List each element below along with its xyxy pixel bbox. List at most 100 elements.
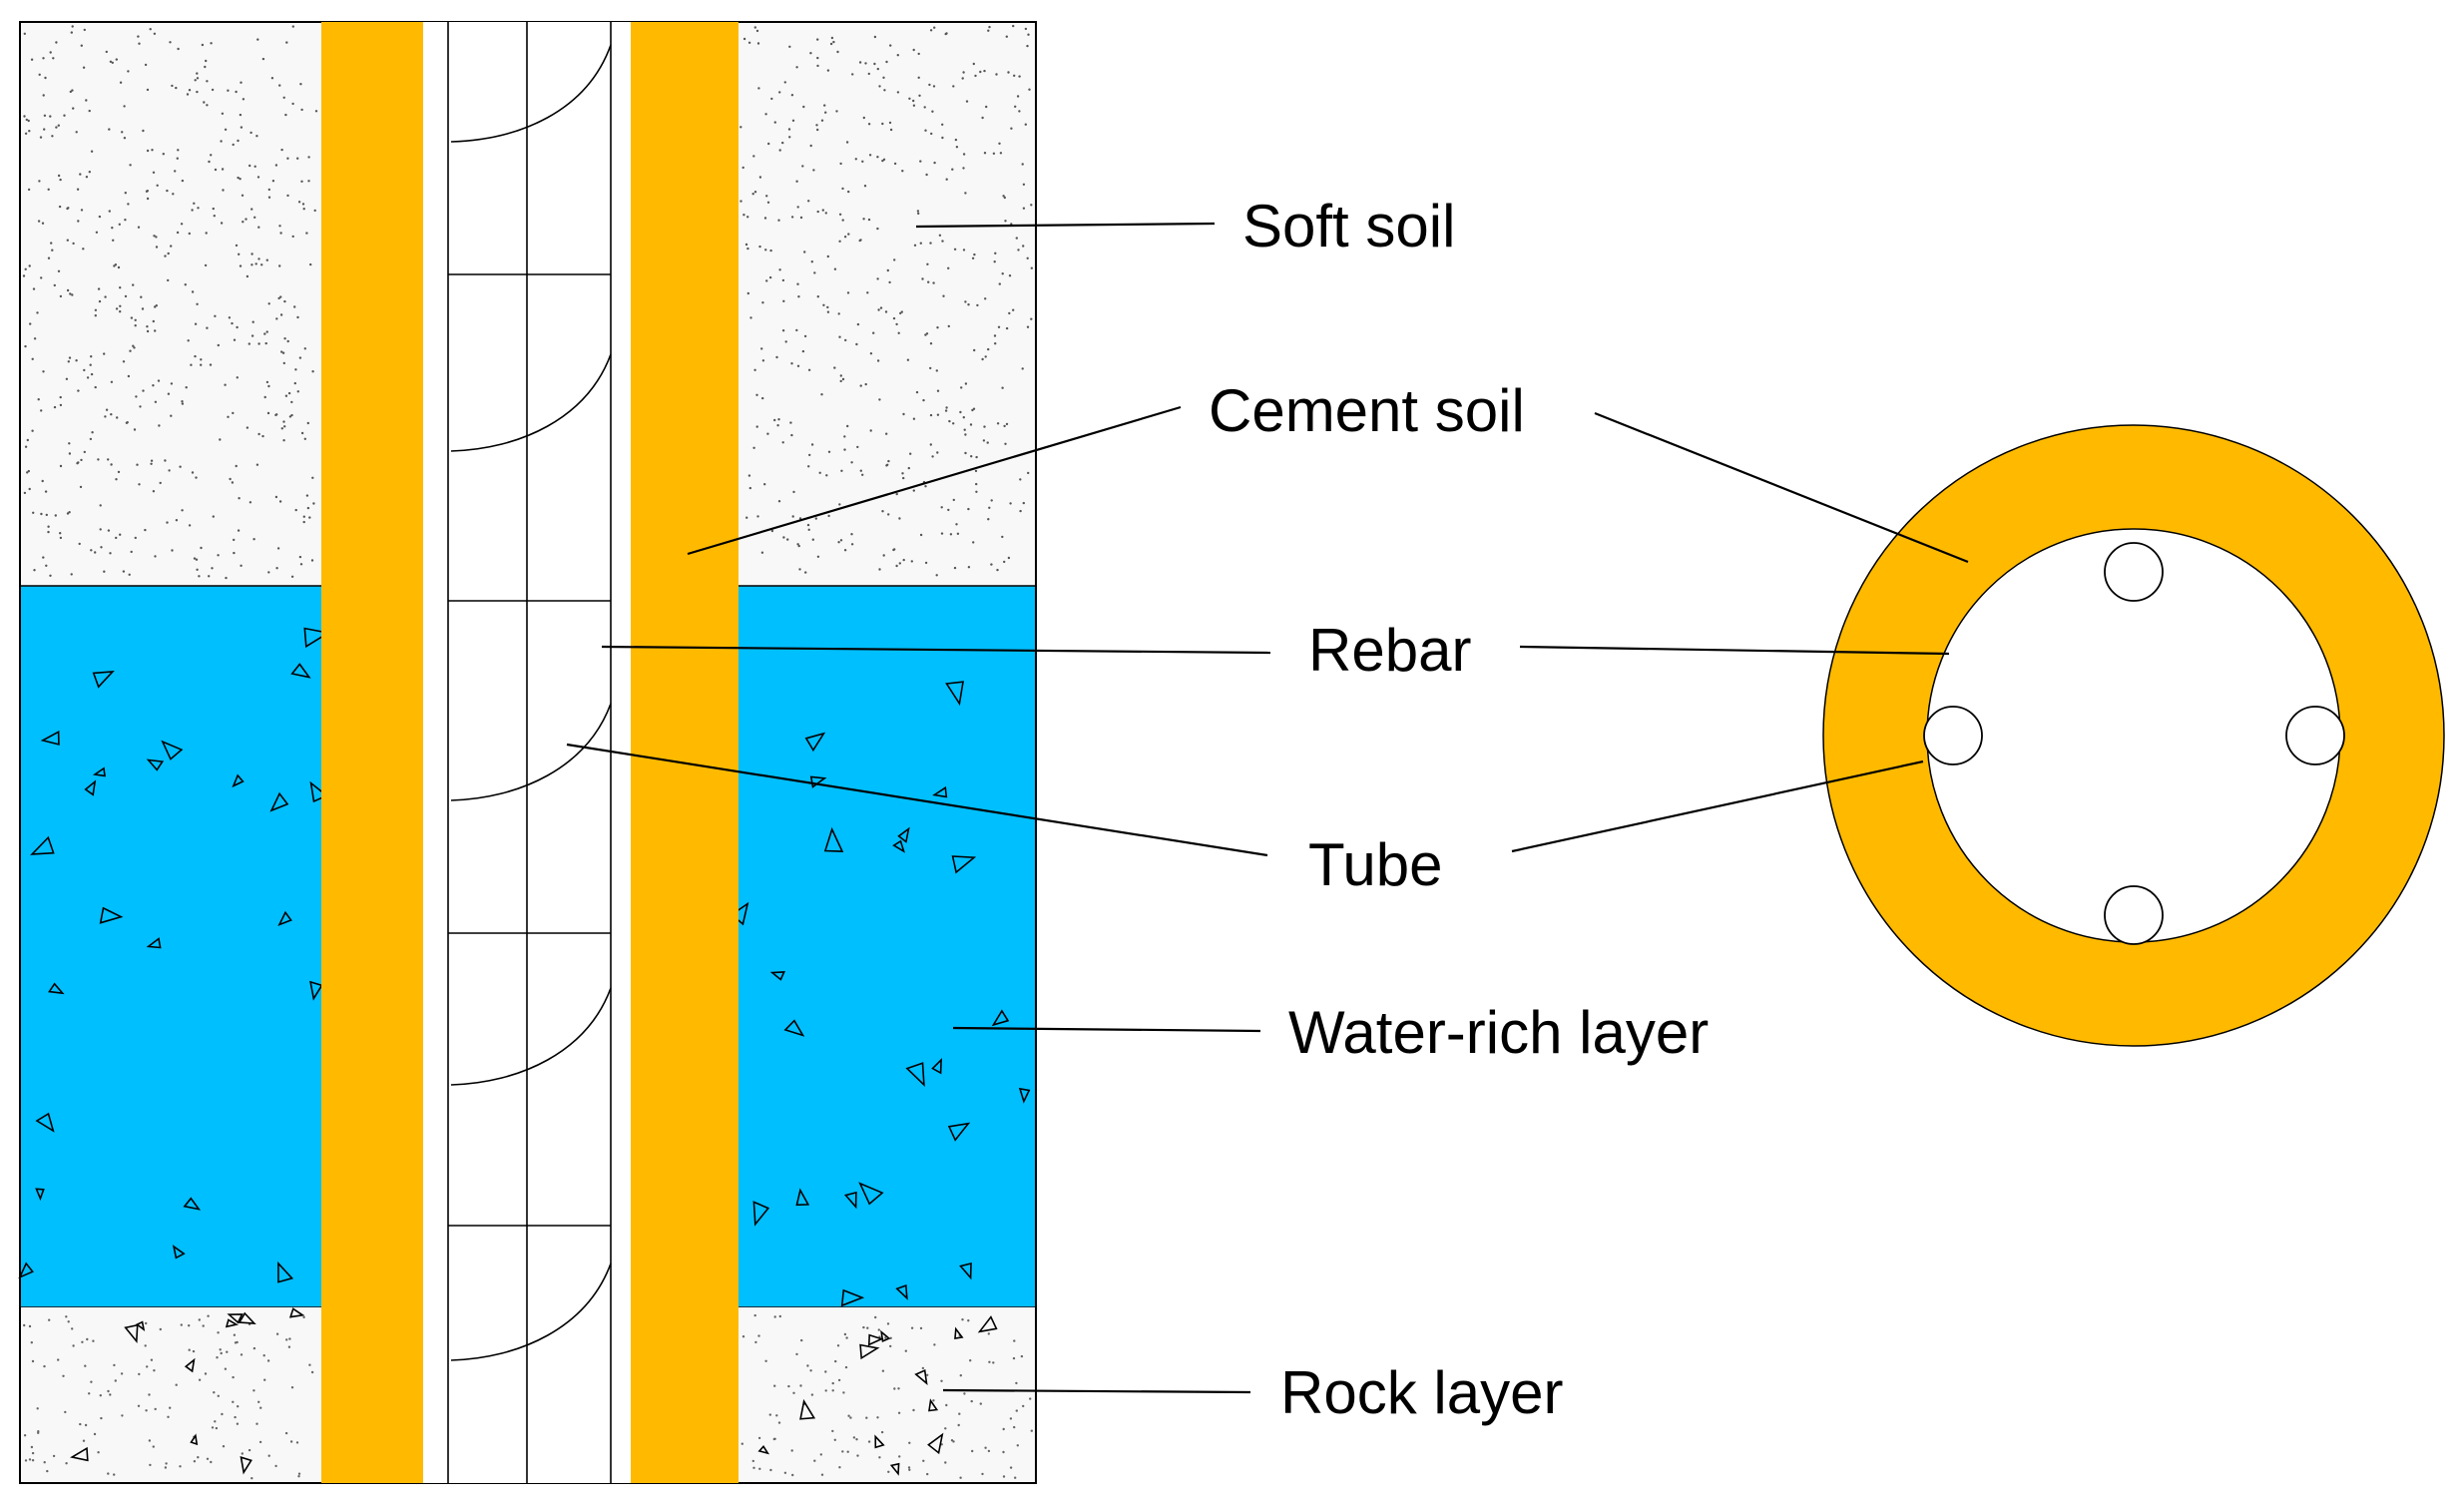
texture-dot: [818, 471, 821, 474]
texture-dot: [795, 180, 798, 183]
texture-dot: [1021, 245, 1025, 248]
texture-dot: [826, 254, 829, 258]
texture-dot: [110, 413, 113, 416]
texture-dot: [181, 509, 184, 512]
texture-dot: [1016, 1444, 1019, 1447]
texture-dot: [170, 382, 174, 385]
texture-dot: [80, 209, 84, 212]
texture-triangle: [269, 791, 289, 812]
texture-dot: [831, 1389, 834, 1392]
texture-dot: [809, 144, 812, 148]
texture-dot: [107, 529, 111, 532]
texture-dot: [250, 1477, 253, 1480]
texture-dot: [43, 1364, 46, 1368]
texture-dot: [824, 1370, 827, 1373]
texture-dot: [47, 256, 51, 259]
texture-dot: [764, 113, 767, 116]
texture-dot: [175, 519, 179, 522]
texture-dot: [1024, 27, 1028, 31]
texture-dot: [37, 220, 41, 223]
texture-dot: [769, 249, 772, 252]
texture-dot: [169, 1406, 172, 1409]
texture-dot: [827, 450, 831, 453]
texture-dot: [932, 281, 935, 284]
texture-dot: [311, 476, 314, 479]
texture-dot: [877, 1328, 880, 1331]
texture-dot: [98, 299, 102, 303]
texture-dot: [28, 487, 31, 491]
texture-triangle: [932, 785, 948, 798]
texture-dot: [167, 252, 170, 255]
texture-dot: [69, 90, 73, 94]
texture-dot: [235, 244, 239, 248]
texture-dot: [278, 84, 281, 87]
texture-dot: [1020, 1354, 1024, 1358]
texture-dot: [849, 1416, 852, 1419]
texture-dot: [57, 269, 61, 272]
texture-dot: [49, 574, 52, 577]
texture-dot: [314, 110, 318, 113]
texture-dot: [302, 208, 305, 211]
texture-dot: [250, 252, 253, 255]
texture-dot: [764, 1359, 767, 1363]
texture-triangle: [859, 1343, 880, 1360]
texture-dot: [245, 218, 247, 221]
texture-dot: [175, 86, 178, 90]
texture-dot: [936, 389, 940, 392]
texture-dot: [219, 1348, 222, 1351]
texture-dot: [952, 498, 955, 502]
texture-dot: [107, 1389, 110, 1393]
texture-dot: [291, 235, 294, 239]
texture-dot: [123, 137, 127, 140]
texture-dot: [947, 266, 950, 269]
texture-dot: [746, 216, 749, 219]
texture-dot: [778, 268, 781, 271]
texture-triangle: [927, 1432, 944, 1455]
texture-dot: [816, 210, 819, 214]
texture-dot: [90, 372, 94, 376]
texture-dot: [961, 77, 964, 80]
texture-dot: [250, 208, 253, 211]
texture-dot: [897, 1411, 901, 1415]
texture-dot: [1013, 1425, 1016, 1429]
texture-dot: [263, 332, 266, 335]
texture-dot: [285, 1338, 288, 1341]
texture-dot: [232, 1400, 235, 1404]
texture-dot: [862, 1325, 865, 1329]
texture-dot: [958, 1412, 961, 1415]
texture-dot: [212, 515, 215, 518]
texture-dot: [114, 1379, 118, 1382]
texture-dot: [253, 216, 256, 219]
texture-dot: [152, 1445, 155, 1448]
texture-dot: [816, 555, 820, 558]
texture-dot: [301, 203, 305, 206]
texture-dot: [220, 140, 223, 143]
texture-dot: [912, 1408, 915, 1412]
texture-dot: [276, 547, 280, 550]
texture-dot: [68, 511, 71, 514]
texture-dot: [145, 190, 149, 193]
texture-dot: [1007, 71, 1010, 74]
texture-dot: [85, 99, 88, 102]
texture-dot: [983, 152, 987, 155]
texture-triangle: [880, 1329, 891, 1342]
texture-dot: [841, 377, 845, 381]
texture-dot: [899, 311, 902, 315]
texture-dot: [275, 1332, 279, 1335]
texture-dot: [286, 157, 289, 160]
texture-dot: [280, 427, 283, 430]
texture-triangle: [277, 910, 292, 926]
texture-triangle: [30, 835, 55, 855]
texture-triangle: [135, 1320, 146, 1331]
texture-triangle: [931, 1057, 942, 1075]
texture-dot: [150, 1358, 154, 1361]
texture-dot: [824, 111, 827, 114]
texture-dot: [955, 146, 959, 149]
leader-soft-soil: [915, 222, 1216, 229]
texture-dot: [71, 25, 74, 28]
texture-dot: [881, 122, 884, 126]
texture-dot: [275, 317, 278, 320]
texture-dot: [94, 314, 98, 317]
texture-dot: [242, 98, 246, 101]
texture-dot: [203, 101, 206, 104]
